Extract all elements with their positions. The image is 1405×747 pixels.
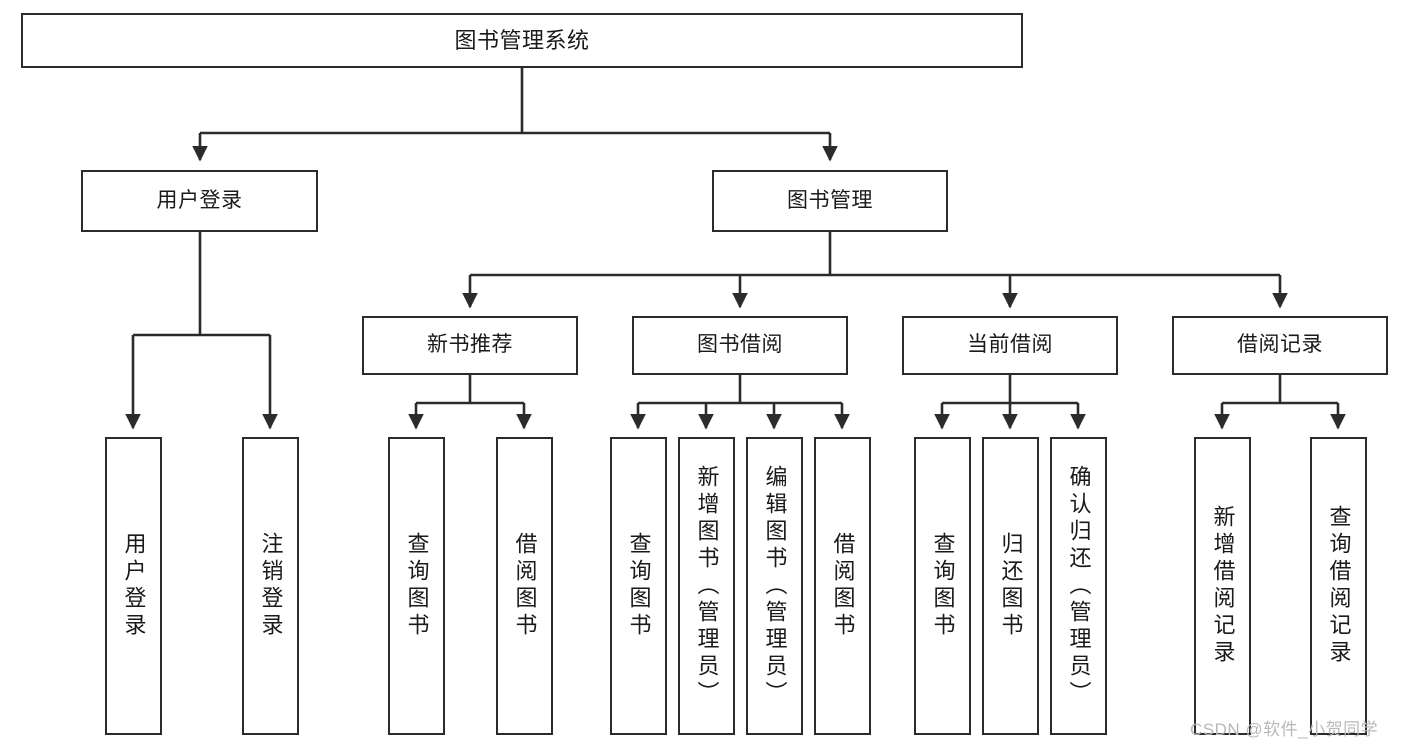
node-leaf-query-book-2-label: 查询图书	[626, 532, 652, 640]
node-leaf-logout-label: 注销登录	[258, 532, 284, 640]
node-user-login-label: 用户登录	[156, 188, 243, 212]
node-borrow-record[interactable]: 借阅记录	[1172, 316, 1388, 375]
node-leaf-query-record[interactable]: 查询借阅记录	[1310, 437, 1367, 735]
node-leaf-borrow-book-2[interactable]: 借阅图书	[814, 437, 871, 735]
node-leaf-query-book-2[interactable]: 查询图书	[610, 437, 667, 735]
node-leaf-add-record[interactable]: 新增借阅记录	[1194, 437, 1251, 735]
node-current-borrow-label: 当前借阅	[967, 333, 1053, 357]
node-leaf-confirm-return-label: 确认归还（管理员）	[1066, 464, 1092, 708]
node-leaf-borrow-book-1-label: 借阅图书	[512, 532, 538, 640]
node-borrow-record-label: 借阅记录	[1237, 333, 1323, 357]
node-leaf-user-login-label: 用户登录	[121, 532, 147, 640]
node-leaf-query-book-3-label: 查询图书	[930, 532, 956, 640]
node-new-book-rec-label: 新书推荐	[427, 333, 513, 357]
node-leaf-borrow-book-1[interactable]: 借阅图书	[496, 437, 553, 735]
node-book-manage-label: 图书管理	[787, 188, 873, 212]
node-leaf-add-book[interactable]: 新增图书（管理员）	[678, 437, 735, 735]
node-leaf-confirm-return[interactable]: 确认归还（管理员）	[1050, 437, 1107, 735]
node-root-label: 图书管理系统	[454, 27, 590, 53]
node-user-login[interactable]: 用户登录	[81, 170, 318, 232]
node-leaf-borrow-book-2-label: 借阅图书	[830, 532, 856, 640]
node-leaf-user-login[interactable]: 用户登录	[105, 437, 162, 735]
node-leaf-return-book[interactable]: 归还图书	[982, 437, 1039, 735]
node-book-borrow-label: 图书借阅	[697, 333, 783, 357]
node-book-manage[interactable]: 图书管理	[712, 170, 948, 232]
node-leaf-add-book-label: 新增图书（管理员）	[694, 464, 720, 708]
node-leaf-add-record-label: 新增借阅记录	[1210, 505, 1236, 667]
node-root[interactable]: 图书管理系统	[21, 13, 1023, 68]
csdn-watermark: CSDN @软件_小贺同学	[1190, 720, 1379, 739]
node-leaf-query-book-1[interactable]: 查询图书	[388, 437, 445, 735]
node-leaf-query-book-3[interactable]: 查询图书	[914, 437, 971, 735]
node-current-borrow[interactable]: 当前借阅	[902, 316, 1118, 375]
node-book-borrow[interactable]: 图书借阅	[632, 316, 848, 375]
node-leaf-return-book-label: 归还图书	[998, 532, 1024, 640]
node-new-book-rec[interactable]: 新书推荐	[362, 316, 578, 375]
node-leaf-logout[interactable]: 注销登录	[242, 437, 299, 735]
node-leaf-edit-book-label: 编辑图书（管理员）	[762, 464, 788, 708]
node-leaf-query-record-label: 查询借阅记录	[1326, 505, 1352, 667]
node-leaf-edit-book[interactable]: 编辑图书（管理员）	[746, 437, 803, 735]
node-leaf-query-book-1-label: 查询图书	[404, 532, 430, 640]
